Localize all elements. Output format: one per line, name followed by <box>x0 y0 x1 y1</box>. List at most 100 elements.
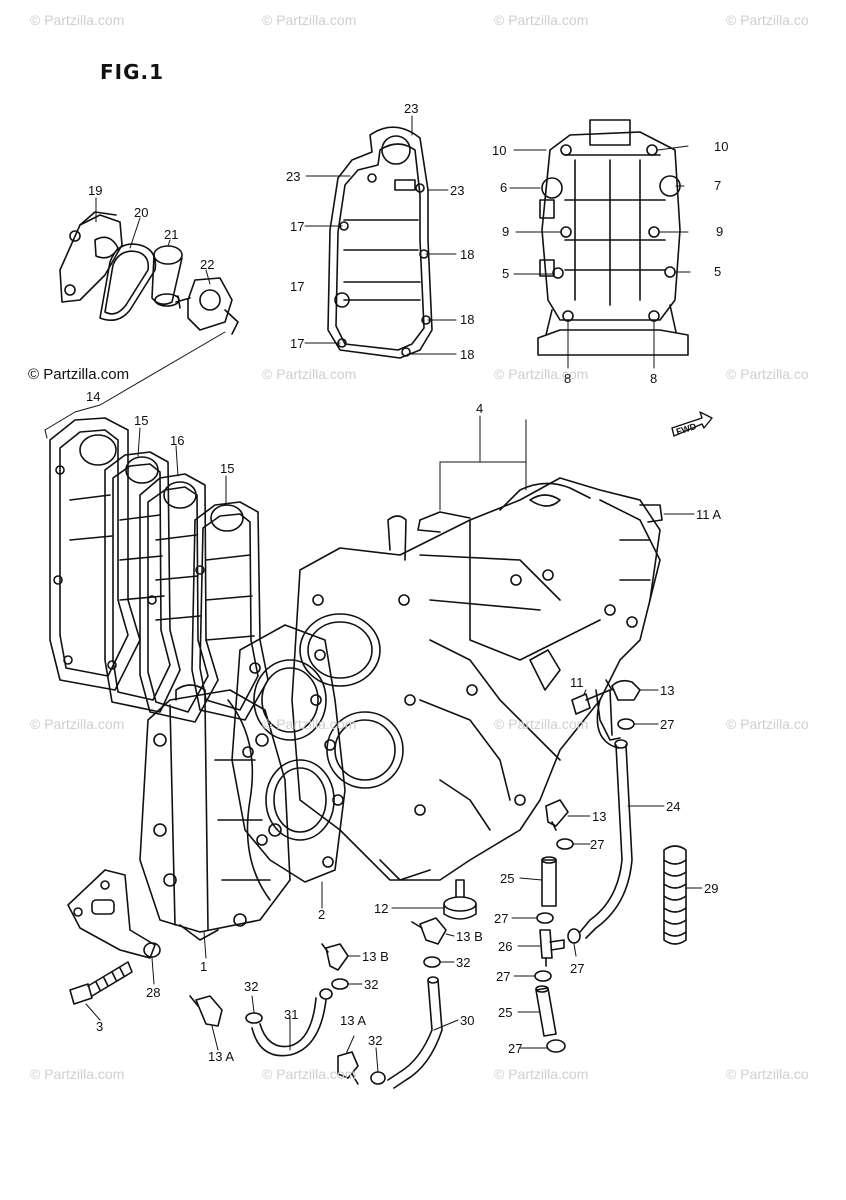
callout-label: 23 <box>404 101 419 116</box>
clip-27-end-part <box>546 1039 566 1053</box>
fitting-13A-right-part <box>337 1051 359 1085</box>
callout-label: 18 <box>460 312 475 327</box>
callout-label: 13 B <box>362 949 389 964</box>
callout-label: 9 <box>716 224 724 239</box>
callout-label: 31 <box>284 1007 299 1022</box>
callout-label: 23 <box>450 183 465 198</box>
fitting-13B-lower-part <box>321 943 349 971</box>
cylinder-head-cover-part <box>537 119 689 356</box>
exhaust-gasket-inner-part <box>191 501 269 721</box>
clip-27-lower-part <box>536 912 554 924</box>
callout-label: 13 <box>592 809 607 824</box>
spiral-hose-29-part <box>663 845 687 945</box>
callout-label: 27 <box>494 911 509 926</box>
watermark: © Partzilla.com <box>494 12 589 28</box>
hose-25-lower-part <box>535 985 557 1037</box>
bolt-part <box>69 961 133 1005</box>
callout-label: 30 <box>460 1013 475 1028</box>
watermark: © Partzilla.co <box>726 12 809 28</box>
fitting-13-mid-part <box>545 799 569 831</box>
callout-label: 32 <box>244 979 259 994</box>
callout-label: 17 <box>290 336 305 351</box>
callout-label: 27 <box>570 961 585 976</box>
watermark-dark: © Partzilla.com <box>28 366 130 383</box>
watermark: © Partzilla.co <box>726 1066 809 1082</box>
hose-25-upper-part <box>541 856 557 907</box>
exhaust-outer-cover-part <box>49 417 141 691</box>
clip-32-c-part <box>245 1012 263 1024</box>
hose-24-part <box>579 689 633 939</box>
callout-label: 7 <box>714 178 722 193</box>
cylinder-head-part <box>139 684 291 941</box>
callout-label: 32 <box>364 977 379 992</box>
watermark: © Partzilla.com <box>30 716 125 732</box>
callout-label: 20 <box>134 205 149 220</box>
callout-label: 5 <box>714 264 722 279</box>
callout-label: 4 <box>476 401 484 416</box>
callout-label: 32 <box>368 1033 383 1048</box>
callout-label: 18 <box>460 347 475 362</box>
clip-32-b-part <box>370 1071 386 1085</box>
callout-label: 5 <box>502 266 510 281</box>
callout-label: 13 A <box>208 1049 235 1064</box>
watermark: © Partzilla.com <box>262 716 357 732</box>
callout-label: 27 <box>660 717 675 732</box>
callout-label: 22 <box>200 257 215 272</box>
callout-label: 25 <box>500 871 515 886</box>
thermostat-valve-part <box>175 277 239 335</box>
tee-joint-26-part <box>539 929 565 967</box>
callout-label: 17 <box>290 279 305 294</box>
callout-label: 11 A <box>696 507 722 522</box>
watermark: © Partzilla.com <box>494 366 589 382</box>
callout-label: 27 <box>590 837 605 852</box>
exhaust-gasket-part <box>104 451 181 713</box>
callout-label: 24 <box>666 799 681 814</box>
callout-label: 27 <box>496 969 511 984</box>
callout-label: 6 <box>500 180 508 195</box>
fwd-arrow-icon <box>671 411 713 437</box>
figure-title: FIG.1 <box>100 60 165 84</box>
callout-label: 12 <box>374 901 389 916</box>
clip-27-mid-part <box>556 838 574 850</box>
callout-label: 8 <box>650 371 658 386</box>
clip-27-center-part <box>423 956 441 968</box>
watermark: © Partzilla.com <box>30 1066 125 1082</box>
clip-27-bottom-part <box>534 970 552 982</box>
callout-label: 14 <box>86 389 101 404</box>
callout-label: 25 <box>498 1005 513 1020</box>
leader-lines <box>44 115 703 1073</box>
cylinder-block-part <box>291 477 663 881</box>
callout-label: 2 <box>318 907 326 922</box>
fitting-13B-part <box>411 917 447 945</box>
callout-label: 15 <box>220 461 235 476</box>
callout-label: 13 B <box>456 929 483 944</box>
callout-label: 10 <box>714 139 729 154</box>
callout-label: 3 <box>96 1019 104 1034</box>
hose-30-part <box>387 976 443 1089</box>
thermostat-gasket-part <box>99 243 157 321</box>
watermark: © Partzilla.com <box>262 366 357 382</box>
callout-label: 26 <box>498 939 513 954</box>
callout-label: 13 <box>660 683 675 698</box>
watermark: © Partzilla.com <box>30 12 125 28</box>
callout-label: 21 <box>164 227 179 242</box>
clip-27-top-part <box>617 718 635 730</box>
callout-label: 29 <box>704 881 719 896</box>
callout-label: 10 <box>492 143 507 158</box>
exhaust-inner-plate-part <box>139 473 219 723</box>
callout-label: 11 <box>570 675 584 690</box>
callout-label: 18 <box>460 247 475 262</box>
head-cover-gasket-part <box>327 126 433 359</box>
callout-label: 23 <box>286 169 301 184</box>
clip-27-right-part <box>567 928 581 944</box>
callout-label: 9 <box>502 224 510 239</box>
callout-label: 13 A <box>340 1013 367 1028</box>
fitting-11-part <box>571 689 621 741</box>
fitting-13A-left-part <box>189 995 223 1027</box>
callout-label: 16 <box>170 433 185 448</box>
watermark: © Partzilla.com <box>262 12 357 28</box>
callout-label: 19 <box>88 183 103 198</box>
fitting-13-top-part <box>605 679 641 701</box>
plug-part <box>443 879 477 920</box>
